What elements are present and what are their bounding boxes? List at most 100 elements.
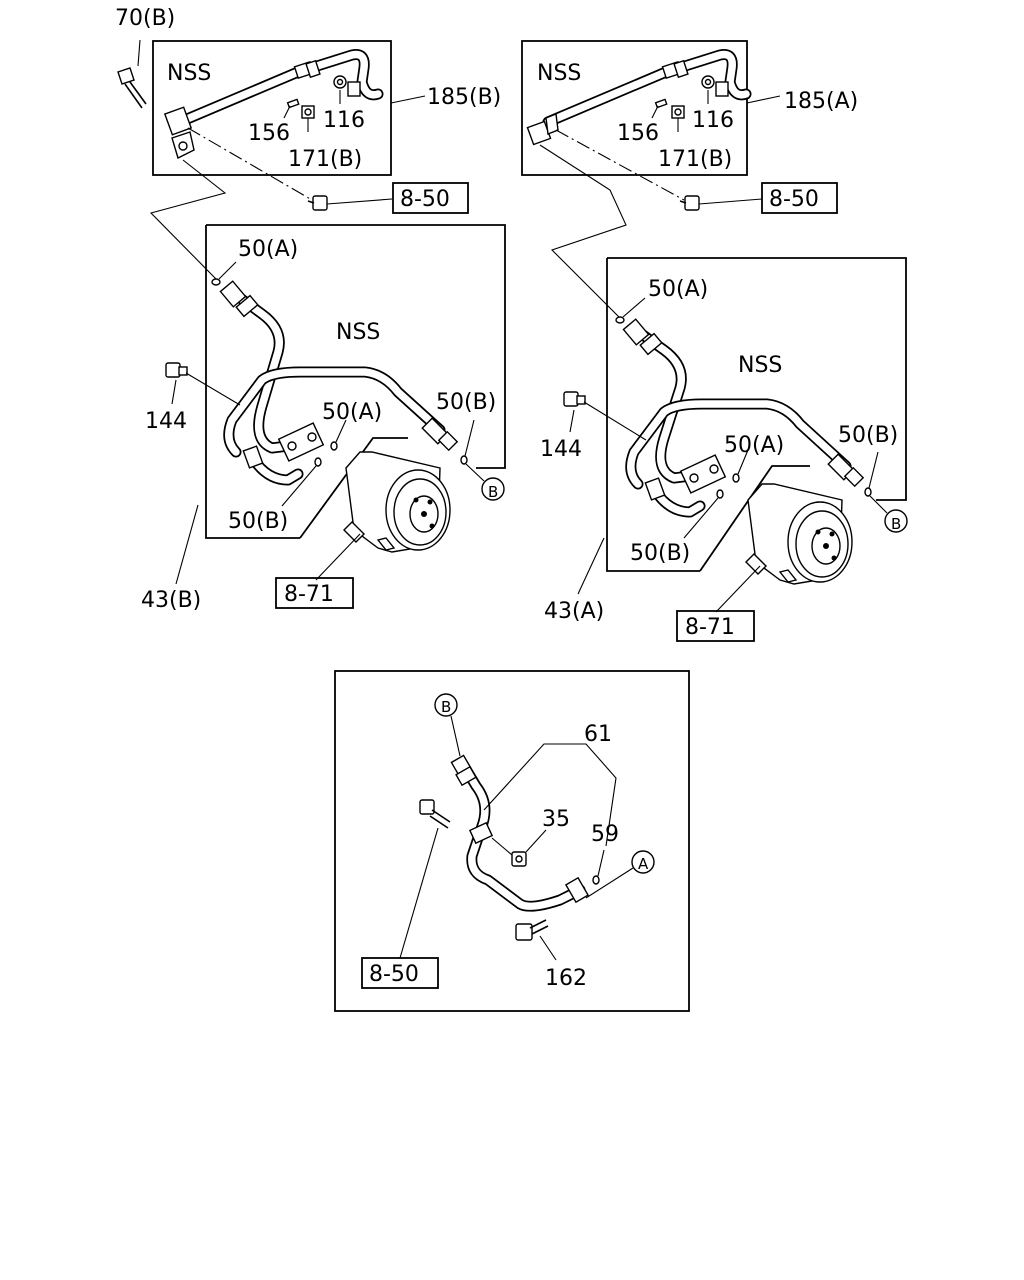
bottom-frame — [334, 670, 690, 1012]
right-screw — [679, 195, 700, 211]
bottom-label-59: 59 — [591, 822, 619, 847]
left-label-nss-main: NSS — [336, 320, 380, 345]
right-circle-b — [884, 509, 908, 533]
left-label-50a-top: 50(A) — [238, 237, 298, 262]
bottom-circle-b-label: B — [441, 698, 451, 716]
left-oring-mid — [330, 441, 338, 451]
right-hose — [622, 318, 865, 518]
left-ref-leader — [326, 198, 393, 205]
right-label-156: 156 — [617, 121, 659, 146]
left-circle-b — [481, 477, 505, 501]
right-circle-b-label: B — [891, 515, 901, 533]
right-main-frame-left — [606, 258, 700, 572]
right-main-frame-top — [607, 257, 907, 501]
left-label-50b-low: 50(B) — [228, 509, 288, 534]
bottom-label-162: 162 — [545, 966, 587, 991]
right-oring-top — [615, 316, 625, 324]
left-main-frame-top — [206, 224, 506, 469]
left-comp-leader — [315, 533, 361, 581]
right-ref-box-label: 8-50 — [769, 187, 819, 212]
right-compressor — [745, 483, 853, 585]
bottom-circle-a-label: A — [638, 855, 649, 873]
left-185-leader — [390, 95, 426, 104]
bottom-assembly: B A — [334, 670, 690, 1012]
left-hose — [219, 280, 459, 486]
right-top-pipe — [542, 49, 752, 128]
bottom-ref-box-label: 8-50 — [369, 962, 419, 987]
right-label-144: 144 — [540, 437, 582, 462]
right-label-nss-main: NSS — [738, 353, 782, 378]
left-comp-ref-label: 8-71 — [284, 582, 334, 607]
left-top-pipe — [174, 49, 384, 128]
left-label-171b: 171(B) — [288, 147, 362, 172]
left-comp-ref-box — [275, 577, 354, 609]
left-ref-box — [392, 182, 469, 214]
left-label-50a-mid: 50(A) — [322, 400, 382, 425]
bottom-circle-a — [631, 850, 655, 874]
left-bolt-144 — [165, 362, 241, 406]
bottom-nut-35 — [491, 829, 547, 867]
left-label-nss-top: NSS — [167, 61, 211, 86]
right-top-frame — [521, 40, 748, 176]
left-label-70b: 70(B) — [115, 6, 175, 31]
right-small-parts — [651, 75, 729, 132]
right-label-185a: 185(A) — [784, 89, 858, 114]
left-label-185b: 185(B) — [427, 85, 501, 110]
right-185-leader — [746, 95, 781, 104]
left-assembly: 70(B) NSS 185(B) 156 116 171(B) 8-50 50(… — [115, 6, 506, 613]
bottom-circle-b — [434, 693, 458, 717]
right-oring-mid — [732, 473, 740, 483]
bottom-oring-59 — [592, 875, 600, 885]
right-comp-leader — [715, 565, 761, 613]
right-label-50b-low: 50(B) — [630, 541, 690, 566]
left-ref-box-label: 8-50 — [400, 187, 450, 212]
right-label-nss-top: NSS — [537, 61, 581, 86]
right-comp-ref-box — [676, 610, 755, 642]
bottom-label-35: 35 — [542, 807, 570, 832]
left-connector-line — [149, 159, 227, 281]
bottom-label-61: 61 — [584, 722, 612, 747]
right-hose-leader — [577, 537, 605, 595]
left-label-50b-right: 50(B) — [436, 390, 496, 415]
right-label-50a-mid: 50(A) — [724, 433, 784, 458]
right-label-50b-right: 50(B) — [838, 423, 898, 448]
left-screw — [307, 195, 328, 211]
right-bolt-144 — [563, 391, 647, 441]
right-comp-ref-label: 8-71 — [685, 615, 735, 640]
bottom-pipe — [450, 754, 590, 912]
left-hose-leader — [175, 504, 199, 585]
left-oring-top — [211, 278, 221, 286]
right-label-50a-top: 50(A) — [648, 277, 708, 302]
bottom-bolt-162 — [515, 919, 557, 961]
bottom-61-leader — [483, 743, 617, 847]
bottom-bolt-ref — [399, 799, 451, 959]
left-label-43b: 43(B) — [141, 588, 201, 613]
right-oring-low — [716, 489, 724, 499]
left-oring-right — [460, 455, 468, 465]
right-ref-leader — [698, 198, 763, 205]
left-compressor — [343, 451, 451, 553]
left-main-frame-diag — [299, 437, 408, 539]
right-ref-box — [761, 182, 838, 214]
right-assembly: NSS 185(A) 156 116 171(B) 8-50 50(A) NSS… — [521, 40, 908, 642]
left-oring-low — [314, 457, 322, 467]
left-circle-b-label: B — [488, 483, 498, 501]
left-label-116: 116 — [323, 108, 365, 133]
left-small-parts — [283, 75, 361, 132]
right-label-116: 116 — [692, 108, 734, 133]
right-oring-right — [864, 487, 872, 497]
right-connector-line — [539, 144, 627, 319]
left-top-block — [163, 106, 195, 159]
left-bolt-70 — [117, 39, 147, 109]
right-label-171b: 171(B) — [658, 147, 732, 172]
right-center-line — [555, 129, 685, 201]
right-label-43a: 43(A) — [544, 599, 604, 624]
left-label-156: 156 — [248, 121, 290, 146]
right-main-frame-diag — [699, 465, 810, 572]
right-top-block — [526, 113, 559, 146]
left-label-144: 144 — [145, 409, 187, 434]
bottom-ref-box — [361, 957, 439, 989]
left-main-frame-left — [205, 225, 300, 539]
left-top-frame — [152, 40, 392, 176]
